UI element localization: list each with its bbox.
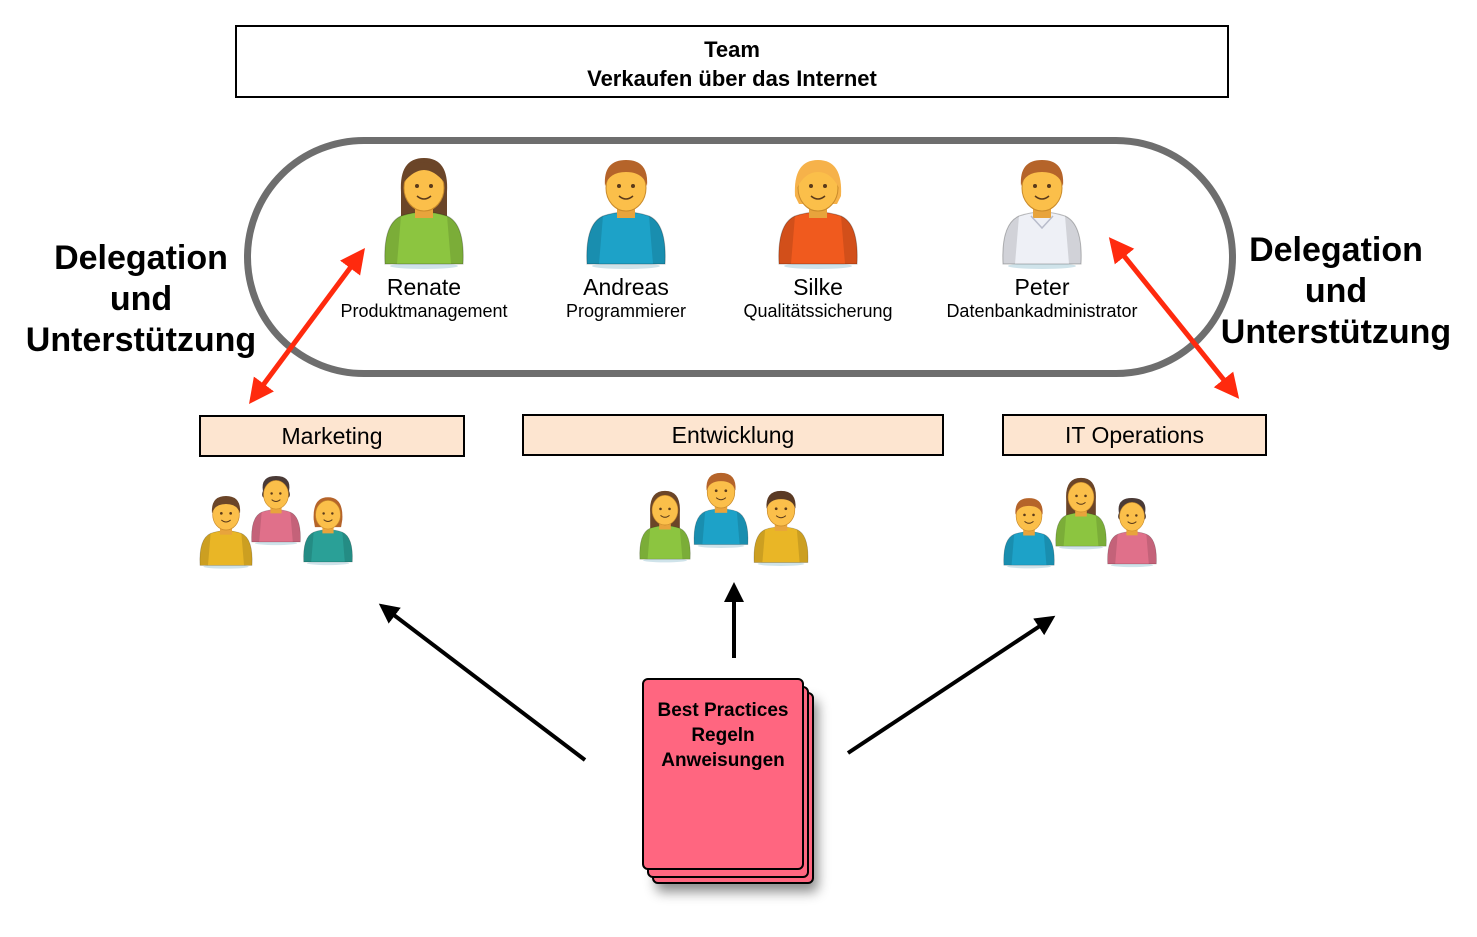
person-female-orange-icon [773,160,863,270]
member-name: Silke [793,274,843,300]
people-group-icon [196,476,356,570]
people-group-icon [636,472,816,570]
department-label: IT Operations [1065,422,1204,448]
delegation-label-left: Delegation und Unterstützung [1,238,281,361]
team-subtitle: Verkaufen über das Internet [587,66,877,91]
member-role: Produktmanagement [340,301,508,321]
team-member-renate: Renate Produktmanagement [314,152,534,322]
team-title-box: Team Verkaufen über das Internet [235,25,1229,98]
people-group-icon [1000,477,1160,572]
member-role: Programmierer [565,301,687,321]
delegation-line: Delegation [1249,231,1423,269]
department-label: Entwicklung [671,422,795,448]
delegation-line: und [109,280,173,318]
delegation-line: Delegation [54,239,228,277]
department-label: Marketing [281,423,383,449]
person-male-white-icon [997,160,1087,270]
document-line: Best Practices [657,700,789,721]
delegation-label-right: Delegation und Unterstützung [1196,230,1476,353]
team-member-silke: Silke Qualitätssicherung [708,152,928,322]
team-member-andreas: Andreas Programmierer [516,152,736,322]
member-name: Renate [386,274,462,300]
delegation-line: Unterstützung [25,321,257,359]
document-stack-icon: Best Practices Regeln Anweisungen [640,678,825,888]
person-female-green-icon [379,158,469,270]
person-male-blue-icon [581,160,671,270]
flow-arrow-marketing [378,603,587,762]
member-name: Peter [1014,274,1070,300]
document-line: Anweisungen [661,750,785,771]
document-sheet [642,678,804,870]
flow-arrow-it-operations [846,615,1056,755]
team-title: Team [704,37,760,62]
department-marketing: Marketing [199,415,465,457]
member-role: Qualitätssicherung [743,301,893,321]
member-role: Datenbankadministrator [946,301,1138,321]
document-text: Best Practices Regeln Anweisungen [642,698,804,773]
team-member-peter: Peter Datenbankadministrator [932,152,1152,322]
delegation-line: und [1304,272,1368,310]
document-line: Regeln [691,725,755,746]
delegation-line: Unterstützung [1220,313,1452,351]
member-name: Andreas [583,274,669,300]
department-it-operations: IT Operations [1002,414,1267,456]
department-entwicklung: Entwicklung [522,414,944,456]
